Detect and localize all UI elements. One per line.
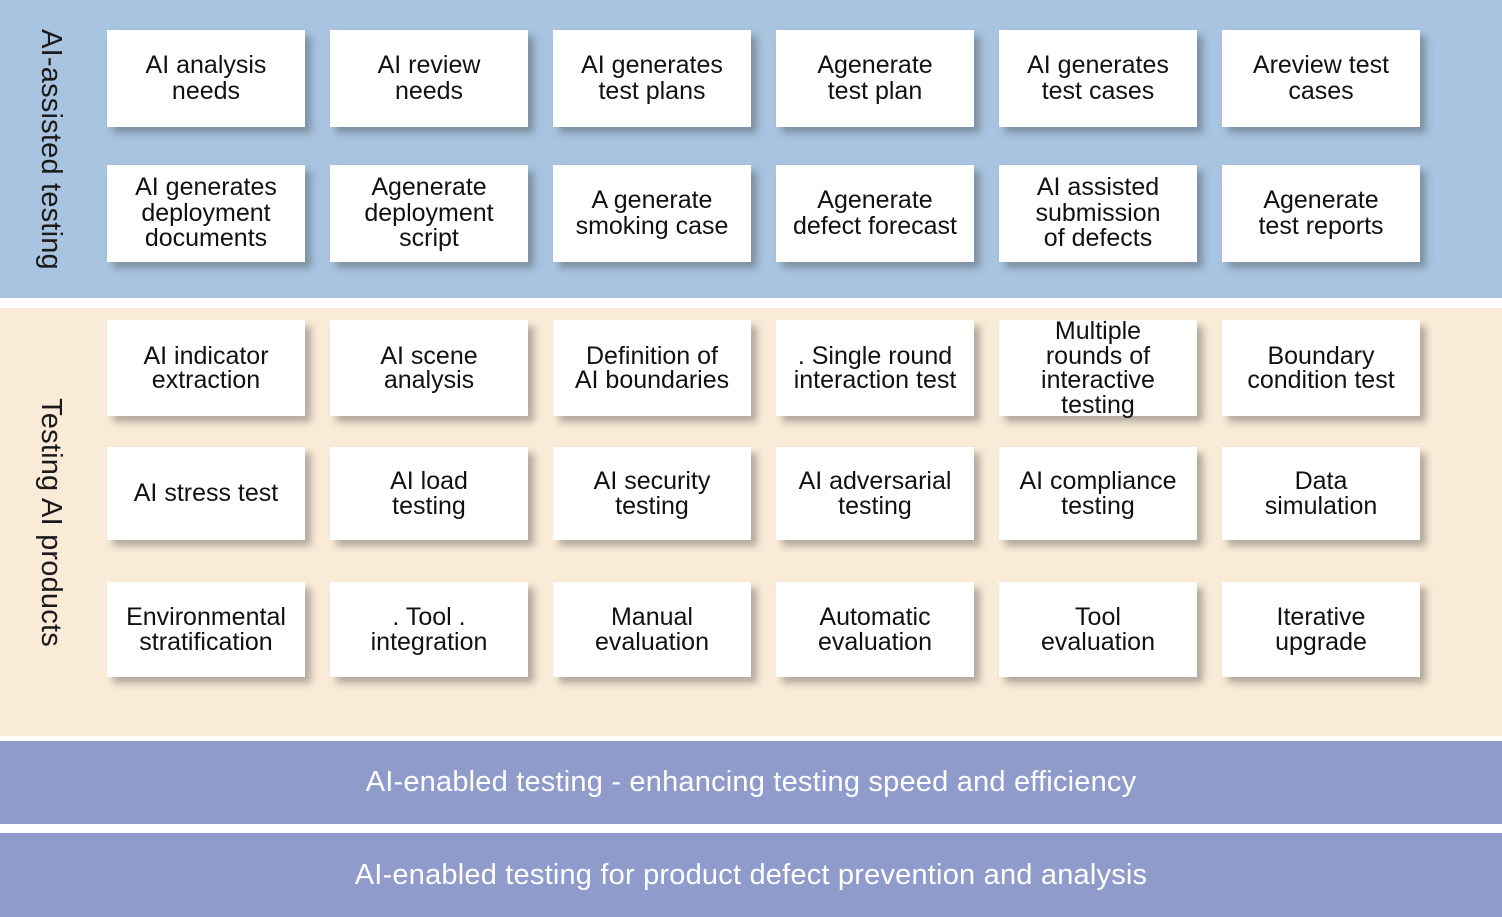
card-ai-generates-deployment-documents[interactable]: AI generates deployment documents [107,165,305,262]
card-label: . Single round interaction test [793,341,957,394]
band-label-text: AI-assisted testing [34,28,67,270]
card-ai-assisted-submission-of-defects[interactable]: AI assisted submission of defects [999,165,1197,262]
card-agenerate-test-plan[interactable]: Agenerate test plan [776,30,974,127]
card-tool-integration[interactable]: . Tool . integration [330,582,528,677]
band-label-testing-ai-products: Testing AI products [0,308,100,736]
banner-text: AI-enabled testing - enhancing testing s… [365,766,1137,798]
card-label: AI generates test cases [1027,51,1169,105]
banner-text: AI-enabled testing for product defect pr… [354,858,1148,891]
card-label: AI compliance testing [1019,467,1177,520]
card-ai-generates-test-plans[interactable]: AI generates test plans [553,30,751,127]
band-label-ai-assisted-testing: AI-assisted testing [0,0,100,298]
card-label: Iterative upgrade [1275,603,1367,656]
band-label-text: Testing AI products [34,397,67,647]
card-label: Tool evaluation [1041,603,1155,656]
row-testing-ai-1: AI indicator extraction AI scene analysi… [107,317,1472,419]
row-testing-ai-2: AI stress test AI load testing AI securi… [107,447,1472,540]
card-label: Agenerate deployment script [364,173,494,253]
card-ai-scene-analysis[interactable]: AI scene analysis [330,320,528,416]
banner-ai-enabled-testing-defect: AI-enabled testing for product defect pr… [0,833,1502,917]
card-definition-of-ai-boundaries[interactable]: Definition of AI boundaries [553,320,751,416]
card-label: Manual evaluation [595,603,709,656]
card-a-generate-smoking-case[interactable]: A generate smoking case [553,165,751,262]
card-ai-review-needs[interactable]: AI review needs [330,30,528,127]
card-label: Automatic evaluation [818,603,932,656]
card-label: Environmental stratification [126,603,286,656]
card-agenerate-deployment-script[interactable]: Agenerate deployment script [330,165,528,262]
card-label: AI adversarial testing [798,467,952,520]
card-single-round-interaction-test[interactable]: . Single round interaction test [776,320,974,416]
card-ai-stress-test[interactable]: AI stress test [107,447,305,540]
card-ai-adversarial-testing[interactable]: AI adversarial testing [776,447,974,540]
card-label: A generate smoking case [575,186,729,240]
card-multiple-rounds-of-interactive-testing[interactable]: Multiple rounds of interactive testing [999,317,1197,419]
card-label: AI security testing [593,467,711,520]
card-label: AI load testing [390,467,468,520]
card-ai-compliance-testing[interactable]: AI compliance testing [999,447,1197,540]
banner-ai-enabled-testing-speed: AI-enabled testing - enhancing testing s… [0,741,1502,824]
row-testing-ai-3: Environmental stratification . Tool . in… [107,582,1472,677]
card-label: Agenerate test reports [1258,186,1384,240]
card-automatic-evaluation[interactable]: Automatic evaluation [776,582,974,677]
card-iterative-upgrade[interactable]: Iterative upgrade [1222,582,1420,677]
card-ai-analysis-needs[interactable]: AI analysis needs [107,30,305,127]
row-ai-assisted-1: AI analysis needs AI review needs AI gen… [107,30,1472,127]
card-label: Areview test cases [1252,51,1390,105]
card-label: AI scene analysis [380,341,478,394]
card-label: Agenerate defect forecast [793,186,957,240]
card-agenerate-defect-forecast[interactable]: Agenerate defect forecast [776,165,974,262]
card-label: AI indicator extraction [143,341,269,394]
row-ai-assisted-2: AI generates deployment documents Agener… [107,165,1472,262]
card-label: AI generates deployment documents [135,173,277,253]
card-label: AI assisted submission of defects [1035,173,1161,253]
card-ai-load-testing[interactable]: AI load testing [330,447,528,540]
card-label: . Tool . integration [370,603,488,656]
card-label: Boundary condition test [1247,341,1395,394]
card-label: Agenerate test plan [817,51,933,105]
card-label: AI review needs [377,51,481,105]
card-ai-indicator-extraction[interactable]: AI indicator extraction [107,320,305,416]
card-areview-test-cases[interactable]: Areview test cases [1222,30,1420,127]
card-tool-evaluation[interactable]: Tool evaluation [999,582,1197,677]
card-ai-generates-test-cases[interactable]: AI generates test cases [999,30,1197,127]
card-label: AI generates test plans [581,51,723,105]
card-agenerate-test-reports[interactable]: Agenerate test reports [1222,165,1420,262]
card-boundary-condition-test[interactable]: Boundary condition test [1222,320,1420,416]
card-manual-evaluation[interactable]: Manual evaluation [553,582,751,677]
card-label: Multiple rounds of interactive testing [1041,317,1155,419]
card-label: AI analysis needs [145,51,267,105]
card-label: Data simulation [1264,467,1378,520]
card-data-simulation[interactable]: Data simulation [1222,447,1420,540]
card-label: AI stress test [133,479,279,508]
card-environmental-stratification[interactable]: Environmental stratification [107,582,305,677]
card-ai-security-testing[interactable]: AI security testing [553,447,751,540]
card-label: Definition of AI boundaries [574,341,730,394]
